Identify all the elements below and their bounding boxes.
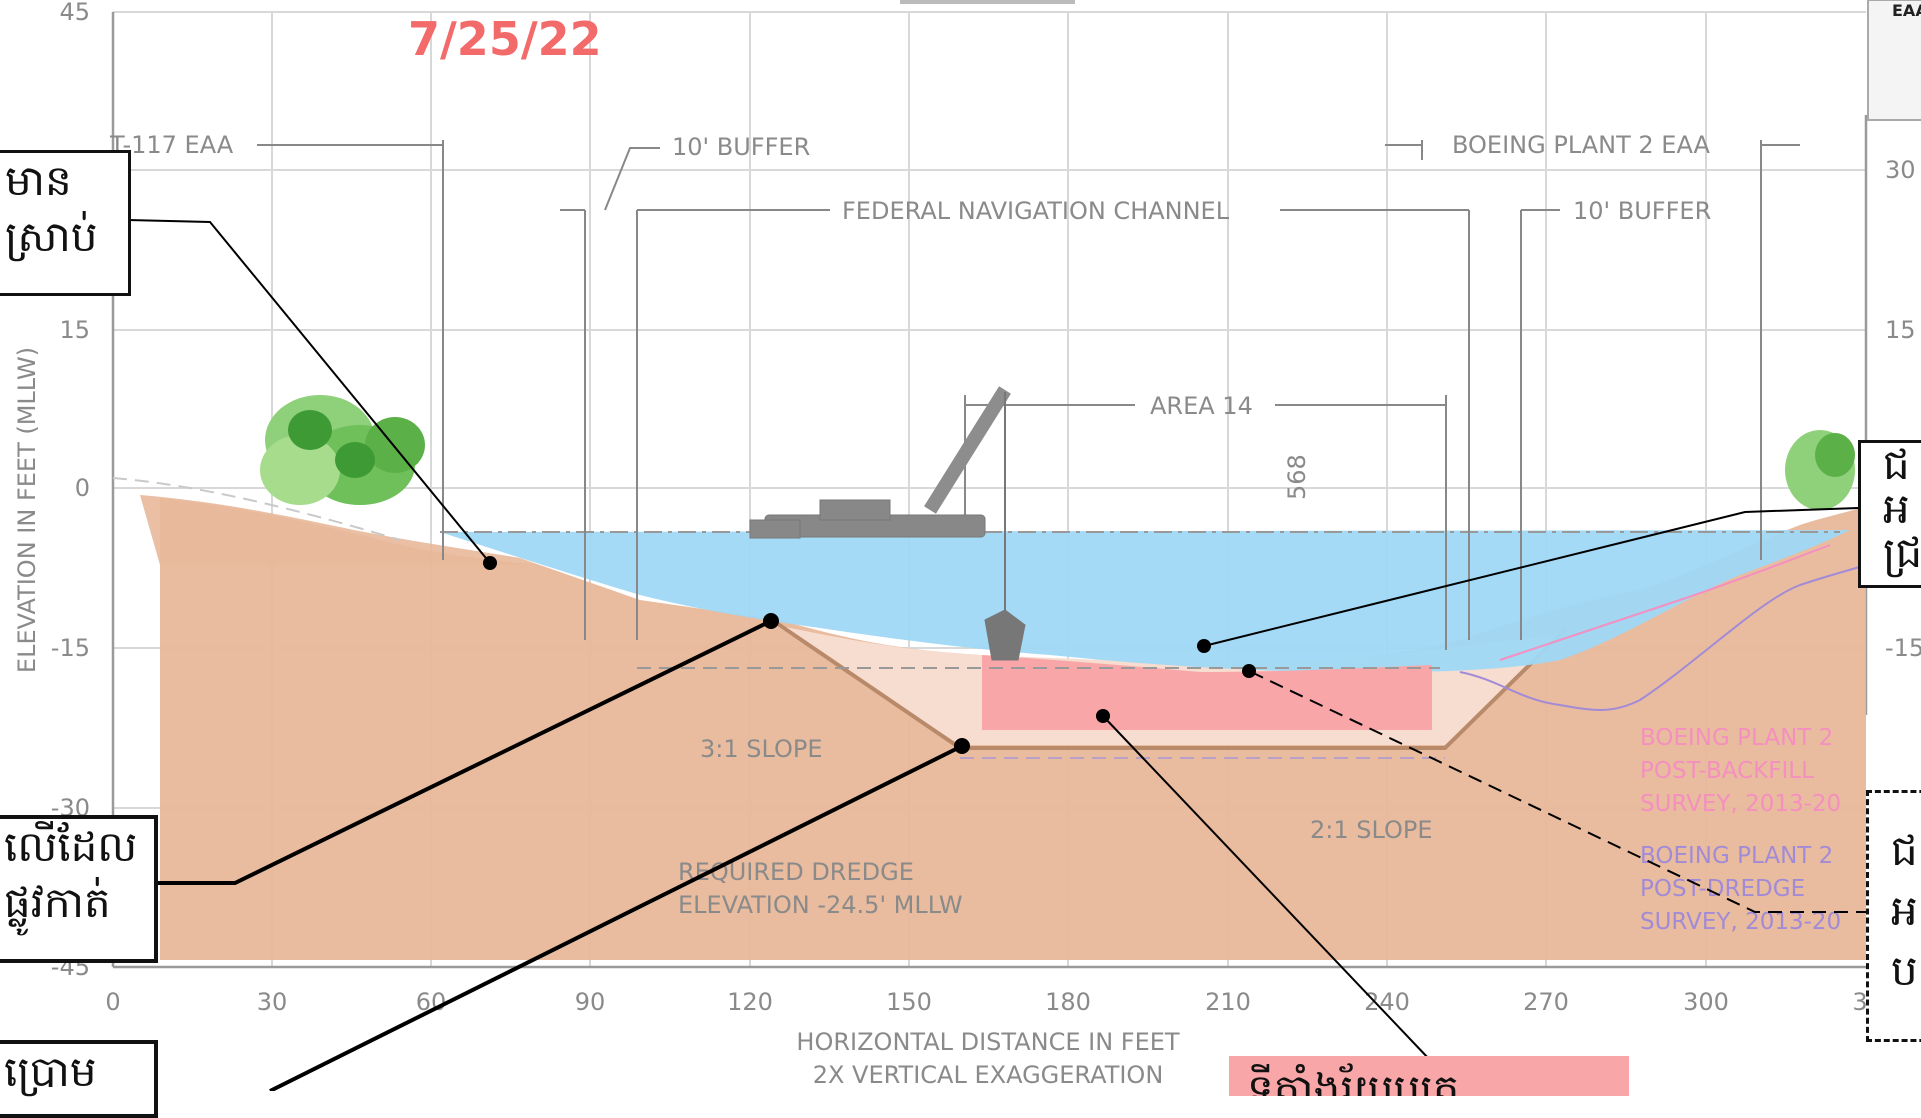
federal-channel-label: FEDERAL NAVIGATION CHANNEL	[842, 197, 1230, 225]
y-axis-label: ELEVATION IN FEET (MLLW)	[13, 347, 41, 673]
x-tick: 180	[1045, 988, 1091, 1016]
callout-text: ផ្លូវកាត់	[4, 878, 111, 927]
callout-leaders	[127, 219, 1870, 1093]
callout-text: ជ	[1891, 826, 1918, 875]
callout-text: អ	[1891, 886, 1918, 935]
callout-right-lower-box: ជ អ ប	[1866, 790, 1921, 1042]
callout-existing-box: មាន ស្រាប់	[0, 150, 131, 296]
postdredge-label-1: BOEING PLANT 2	[1640, 843, 1833, 869]
slope-31-label: 3:1 SLOPE	[700, 735, 823, 763]
corner-map-fragment: EAA	[1867, 0, 1921, 121]
x-tick: 120	[727, 988, 773, 1016]
reference-lines	[112, 477, 1840, 759]
postdredge-label-3: SURVEY, 2013-20	[1640, 909, 1841, 935]
x-tick: 150	[886, 988, 932, 1016]
tree-right	[1785, 430, 1855, 510]
x-tick: 3	[1852, 988, 1867, 1016]
y-tick: 15	[1885, 316, 1916, 344]
cross-section-diagram: 45 15 0 -15 -30 -45 30 15 -15 0 30 60 90…	[13, 0, 1921, 1093]
y-tick: 0	[75, 474, 90, 502]
callout-cut-box: លើដែល ផ្លូវកាត់	[0, 815, 158, 963]
y-tick: 30	[1885, 156, 1916, 184]
ground-upper-fill	[140, 495, 540, 565]
backfill-label-3: SURVEY, 2013-20	[1640, 791, 1841, 817]
buffer-left-label: 10' BUFFER	[672, 133, 810, 161]
callout-lower-box: ប្រោម	[0, 1040, 158, 1118]
y-tick: 45	[59, 0, 90, 26]
x-tick: 240	[1364, 988, 1410, 1016]
y-tick: -15	[1885, 634, 1921, 662]
x-ticks: 0 30 60 90 120 150 180 210 240 270 300 3	[105, 988, 1867, 1016]
y-ticks-right: 30 15 -15	[1885, 156, 1921, 662]
area14-label: AREA 14	[1150, 392, 1253, 420]
dredge-outline	[773, 620, 1567, 750]
post-backfill-survey-line	[1499, 544, 1831, 661]
x-tick: 90	[575, 988, 606, 1016]
callout-text: ជ្រ	[1883, 528, 1921, 577]
y-tick: -15	[51, 634, 90, 662]
post-dredge-survey-line	[1459, 564, 1867, 711]
water-body	[440, 530, 1850, 672]
date-stamp: 7/25/22	[408, 12, 602, 66]
y-tick: 15	[59, 316, 90, 344]
backfill-label-1: BOEING PLANT 2	[1640, 725, 1833, 751]
boeing-eaa-label: BOEING PLANT 2 EAA	[1452, 131, 1711, 159]
buffer-right-label: 10' BUFFER	[1573, 197, 1711, 225]
callout-text: លើដែល	[4, 822, 138, 871]
callout-text: មាន	[5, 156, 72, 205]
dredge-label-2: ELEVATION -24.5' MLLW	[678, 891, 963, 919]
x-tick: 210	[1205, 988, 1251, 1016]
x-axis-sublabel: 2X VERTICAL EXAGGERATION	[813, 1061, 1164, 1089]
callout-dots	[483, 556, 1256, 754]
callout-text: ជ	[1883, 440, 1910, 489]
postdredge-label-2: POST-DREDGE	[1640, 876, 1805, 902]
x-tick: 30	[257, 988, 288, 1016]
slope-21-label: 2:1 SLOPE	[1310, 816, 1433, 844]
x-axis-label: HORIZONTAL DISTANCE IN FEET	[796, 1028, 1179, 1056]
dredge-area-box	[982, 655, 1432, 730]
corner-eaa-label: EAA	[1892, 1, 1921, 20]
callout-right-upper-box: ជ អ ជ្រ	[1858, 440, 1921, 588]
callout-text: អ	[1883, 484, 1910, 533]
callout-text: ស្រាប់	[5, 212, 98, 261]
x-tick: 0	[105, 988, 120, 1016]
backfill-label-2: POST-BACKFILL	[1640, 758, 1814, 784]
dredge-label-1: REQUIRED DREDGE	[678, 858, 914, 886]
x-tick: 300	[1683, 988, 1729, 1016]
callout-text: ប្រោម	[4, 1047, 97, 1096]
top-title-stub	[900, 0, 1075, 4]
callout-text: ប	[1891, 946, 1918, 995]
crane-barge	[749, 386, 1026, 661]
callout-sediment-box: ទីតាំងរ័យបត្រ	[1229, 1056, 1629, 1096]
tree-left	[260, 395, 425, 505]
station-label: 568	[1283, 454, 1311, 500]
x-tick: 270	[1523, 988, 1569, 1016]
